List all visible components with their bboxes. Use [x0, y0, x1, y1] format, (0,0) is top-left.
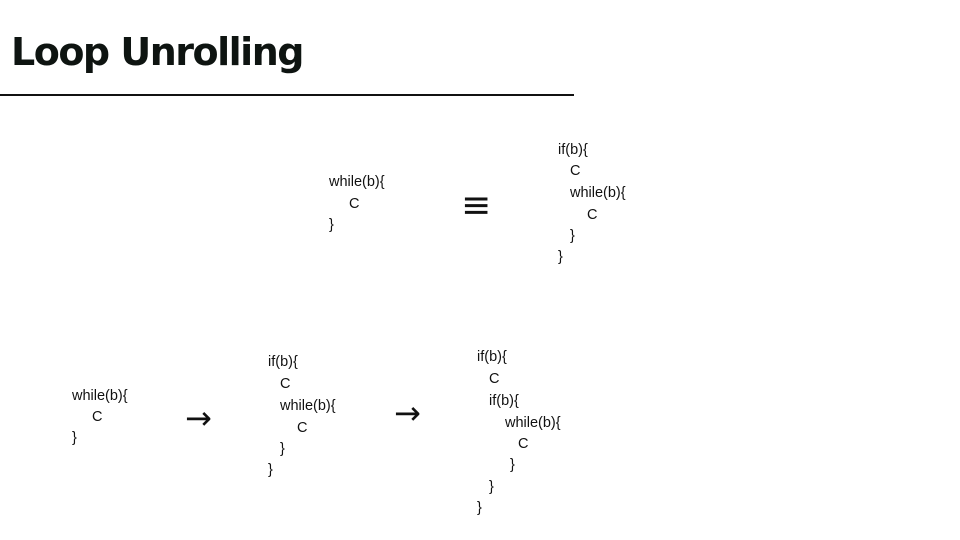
code-line: if(b){ — [489, 393, 519, 409]
code-line: C — [280, 376, 291, 392]
code-line: } — [477, 500, 482, 516]
code-line: C — [518, 436, 529, 452]
code-line: C — [587, 207, 598, 223]
code-line: } — [558, 249, 563, 265]
code-line: if(b){ — [558, 142, 588, 158]
slide-title: Loop Unrolling — [11, 30, 304, 74]
code-line: C — [297, 420, 308, 436]
code-line: } — [280, 441, 285, 457]
code-line: while(b){ — [280, 398, 336, 414]
code-line: } — [72, 430, 77, 446]
code-line: C — [489, 371, 500, 387]
code-line: while(b){ — [72, 388, 128, 404]
code-line: } — [489, 479, 494, 495]
code-line: C — [349, 196, 360, 212]
code-line: C — [92, 409, 103, 425]
code-line: if(b){ — [477, 349, 507, 365]
arrow-right-icon: → — [185, 399, 212, 437]
equivalence-symbol: ≡ — [461, 185, 492, 226]
code-line: } — [510, 457, 515, 473]
code-line: while(b){ — [505, 415, 561, 431]
code-line: while(b){ — [570, 185, 626, 201]
code-line: } — [329, 217, 334, 233]
code-line: C — [570, 163, 581, 179]
code-line: } — [268, 462, 273, 478]
code-line: } — [570, 228, 575, 244]
code-line: while(b){ — [329, 174, 385, 190]
arrow-right-icon: → — [394, 394, 421, 432]
title-divider — [0, 94, 574, 96]
code-line: if(b){ — [268, 354, 298, 370]
